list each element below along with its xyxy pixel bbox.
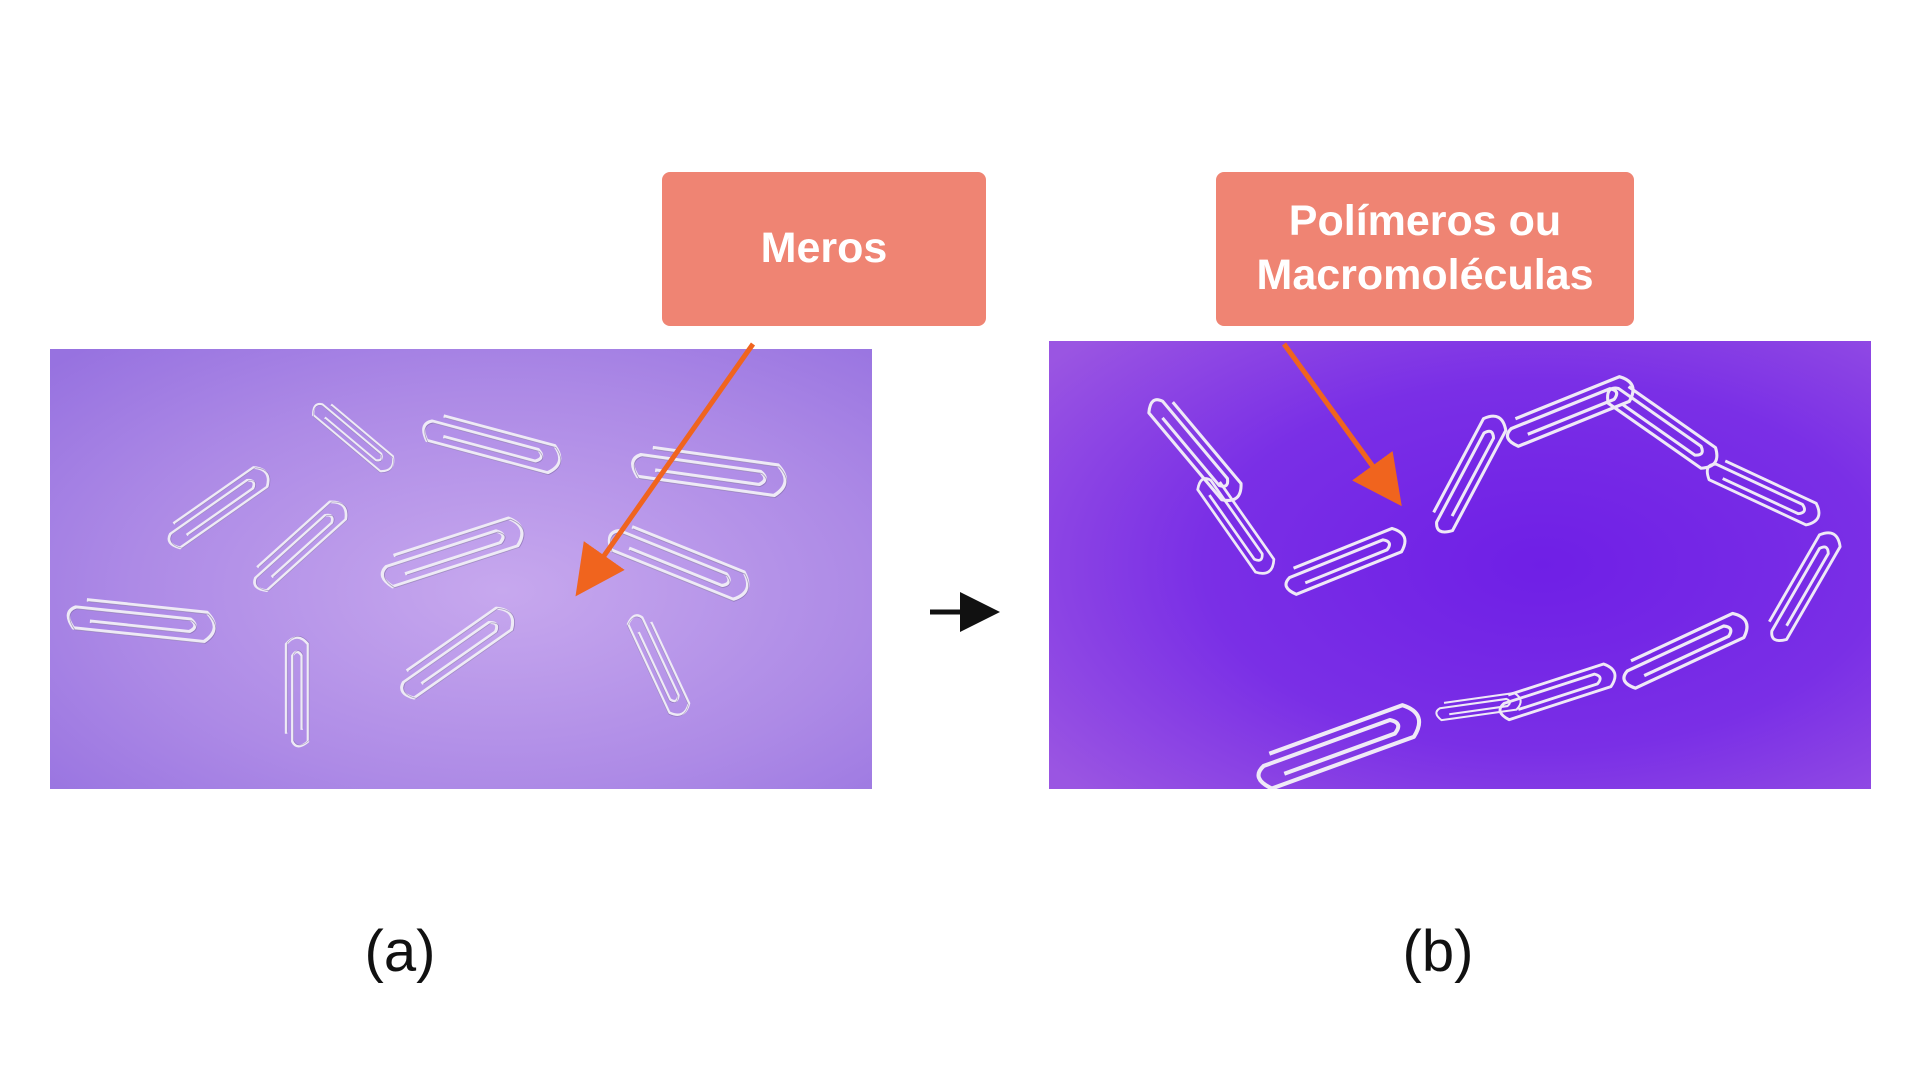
- callout-meros-label: Meros: [760, 224, 888, 273]
- caption-a: (a): [364, 919, 436, 984]
- callout-meros: Meros: [662, 172, 986, 326]
- callout-polimeros: Polímeros ou Macromoléculas: [1216, 172, 1634, 326]
- paperclips-loose-illustration: [50, 349, 872, 789]
- paperclip-chain-illustration: [1049, 341, 1871, 789]
- photo-paperclip-chain: [1049, 341, 1871, 789]
- callout-polimeros-line1: Polímeros ou: [1288, 197, 1562, 246]
- caption-b: (b): [1402, 919, 1474, 984]
- photo-loose-paperclips: [50, 349, 872, 789]
- callout-polimeros-line2: Macromoléculas: [1256, 251, 1594, 299]
